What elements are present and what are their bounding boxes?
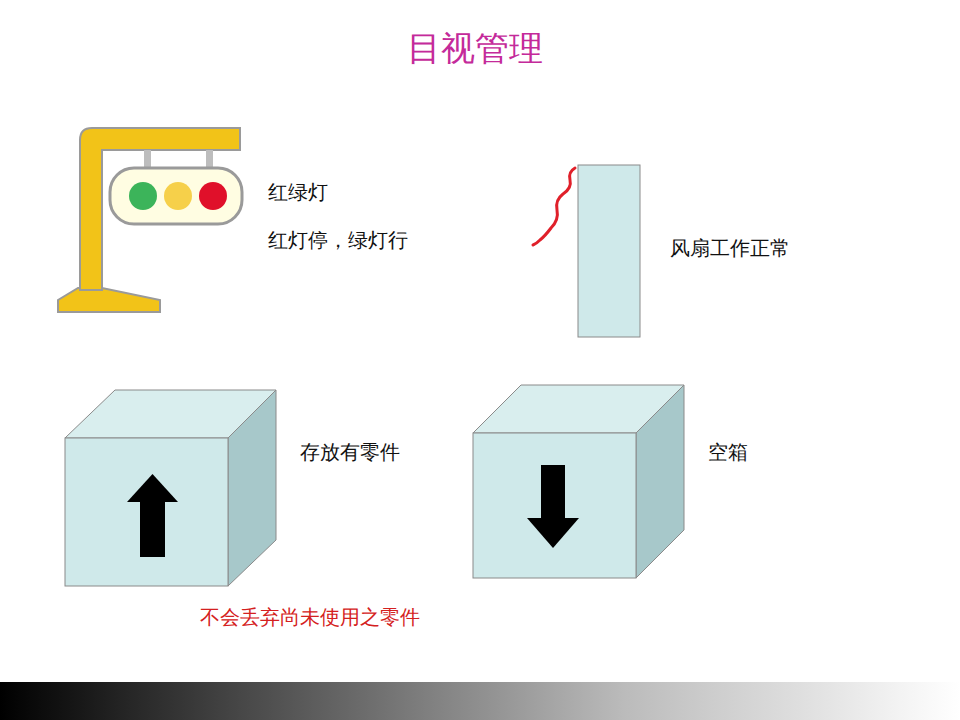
- note-text: 不会丢弃尚未使用之零件: [200, 605, 420, 629]
- fan-streamer: [533, 165, 640, 337]
- traffic-light: [58, 128, 242, 312]
- sign-label: 红绿灯: [268, 180, 328, 204]
- empty-box: [473, 385, 684, 578]
- sign-label: 红灯停，绿灯行: [268, 228, 408, 252]
- full-box: [65, 390, 276, 586]
- slide-title: 目视管理: [407, 28, 543, 69]
- box-label: 存放有零件: [300, 440, 400, 464]
- box-label: 空箱: [708, 440, 748, 464]
- fan-label: 风扇工作正常: [670, 236, 790, 260]
- footer-bar: [0, 682, 960, 720]
